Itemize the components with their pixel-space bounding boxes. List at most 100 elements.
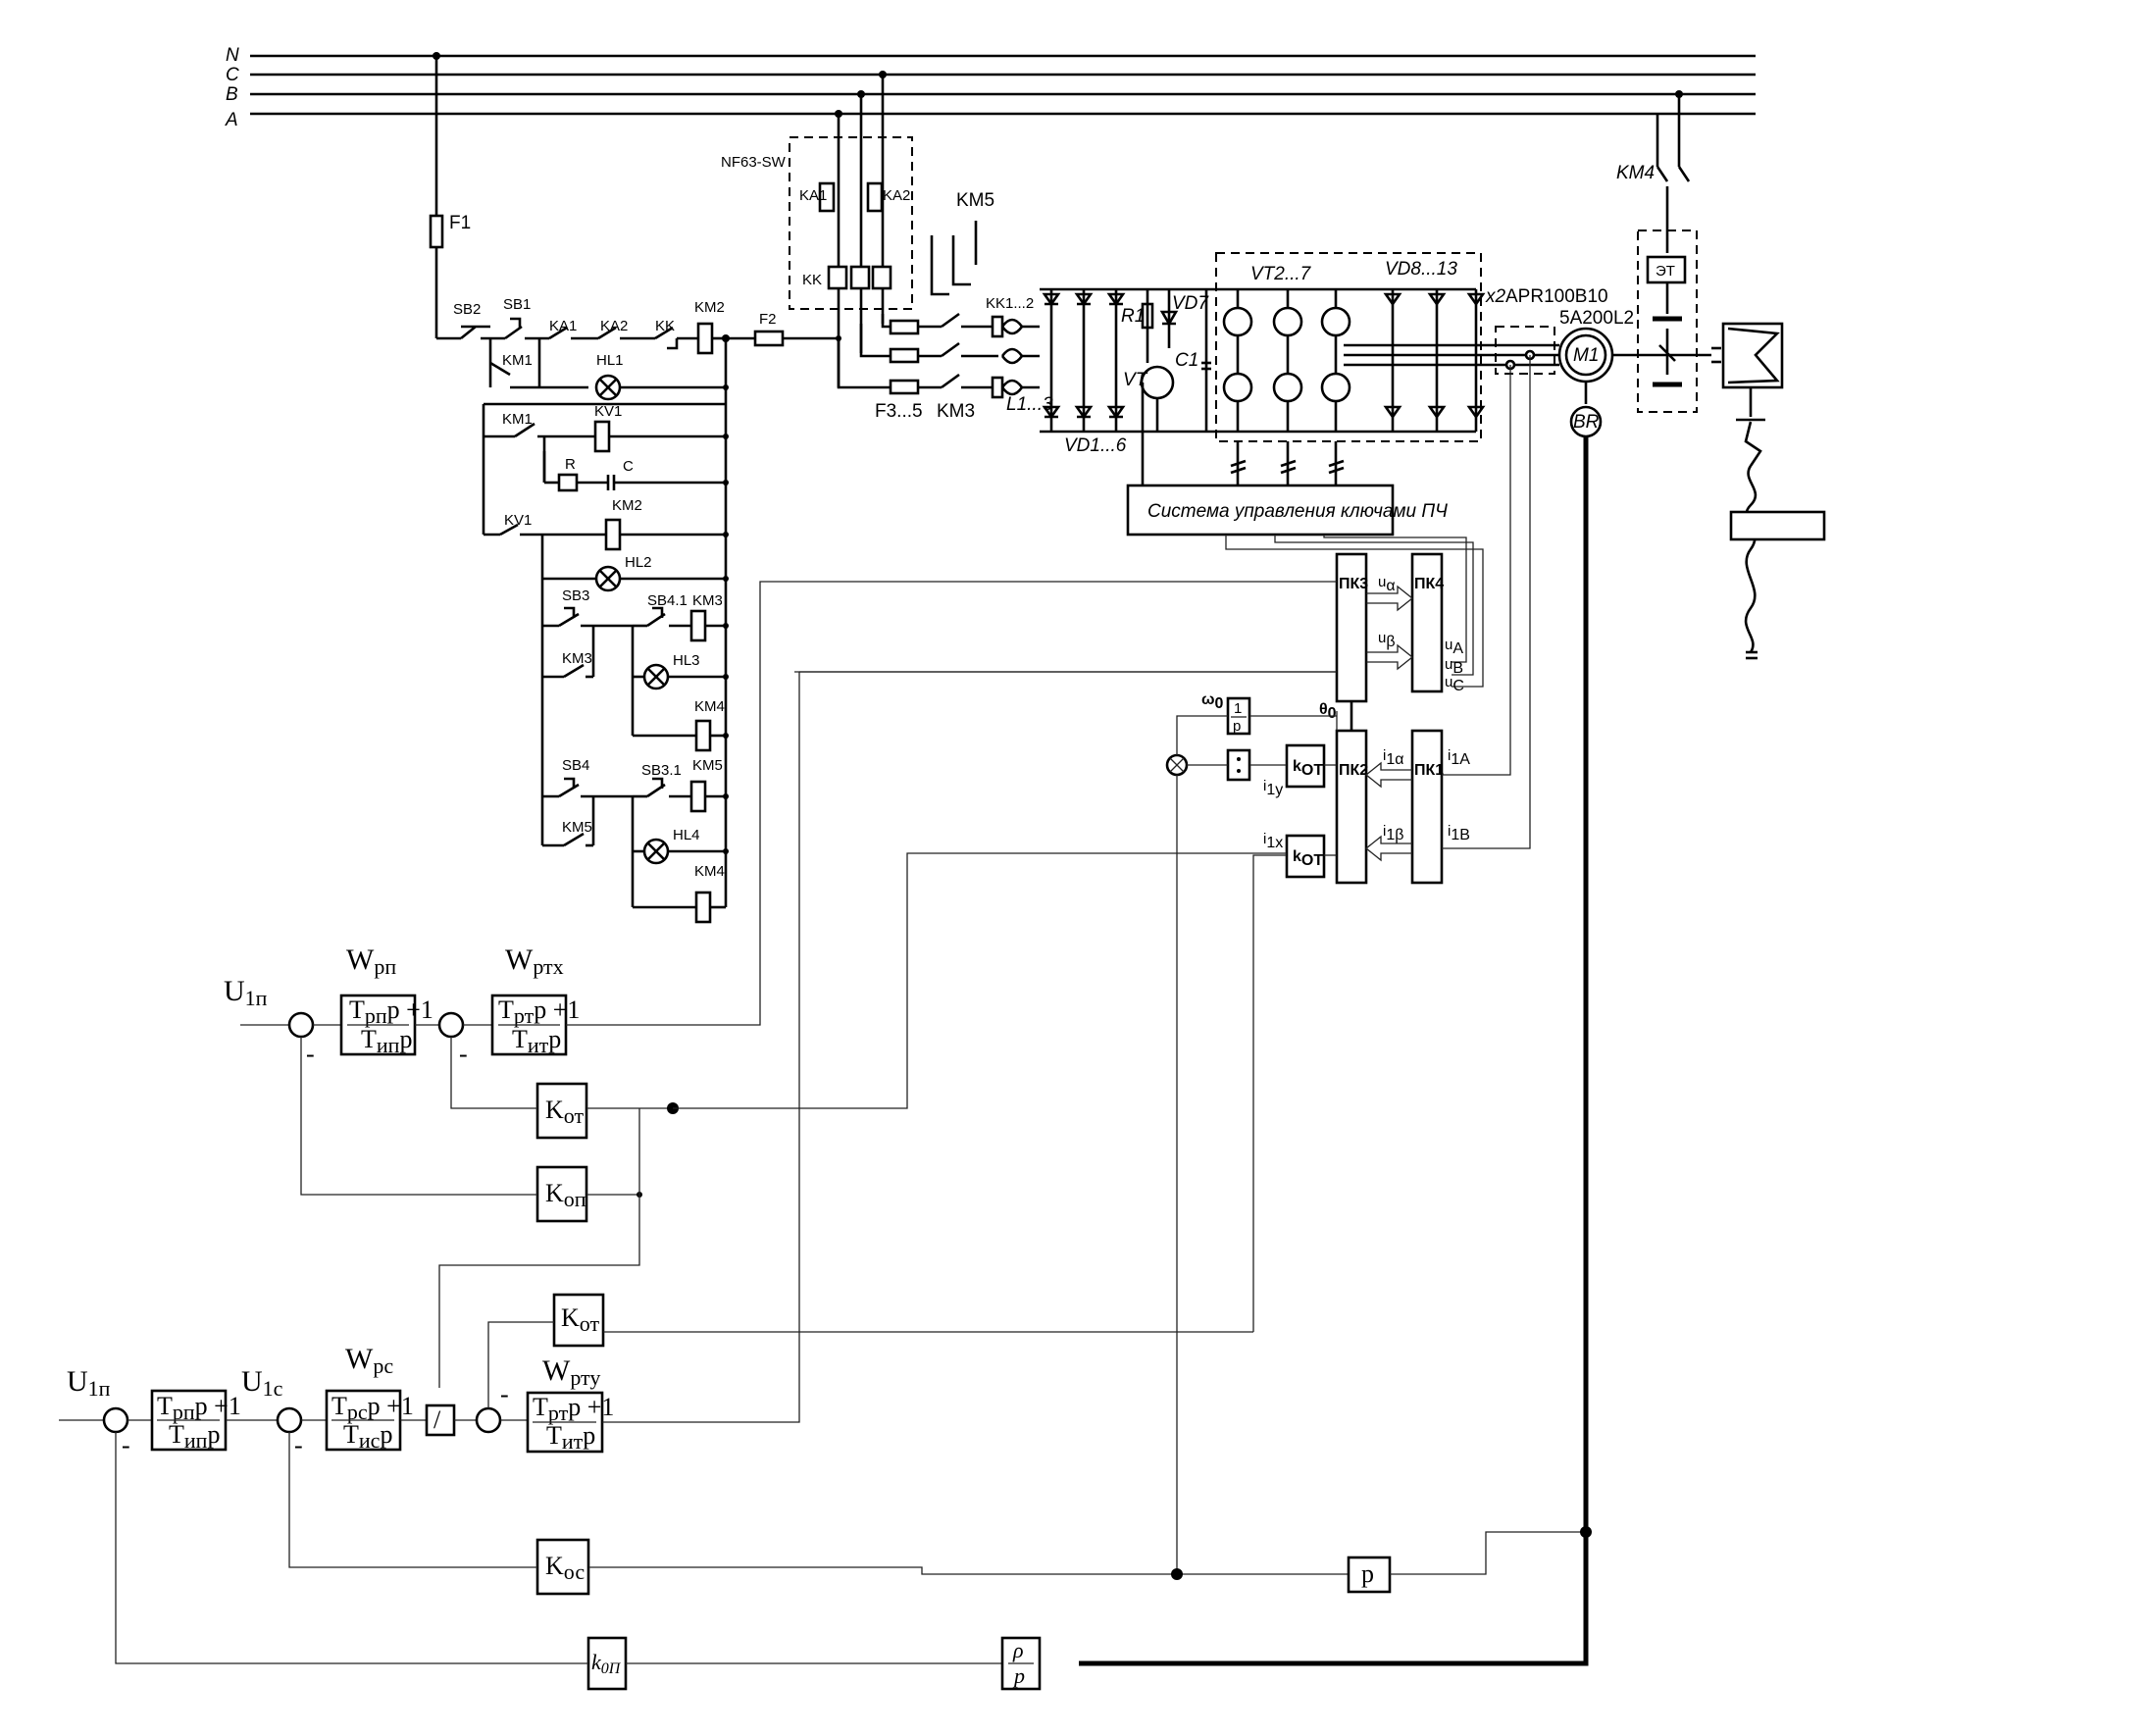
label-x2: x2 — [1485, 286, 1506, 307]
label-vd7: VD7 — [1172, 293, 1209, 314]
fuse-f5 — [889, 379, 920, 395]
svg-text:Tипp: Tипp — [361, 1025, 412, 1057]
label-wrty-sub: рту — [570, 1365, 600, 1390]
label-km3-power: KM3 — [937, 401, 975, 422]
label-pk4: ПК4 — [1414, 576, 1444, 592]
brake-block — [1637, 230, 1698, 413]
label-wrp: W — [346, 944, 375, 976]
label-i-1b: i — [1448, 823, 1451, 840]
wrc-num-tail: p +1 — [368, 1392, 414, 1420]
label-i-1a: i — [1448, 747, 1451, 764]
label-divider: / — [433, 1405, 441, 1434]
svg-text:Tисp: Tисp — [343, 1420, 392, 1453]
label-ka2: KA2 — [600, 318, 628, 334]
svg-text:Tрпp +1: Tрпp +1 — [349, 996, 433, 1028]
k-op-upper-sub: оп — [564, 1187, 586, 1211]
power-circuit: F2 NF63-SW KA1 KA2 KK F3...5 KM5 KM3 — [721, 75, 1826, 660]
wrp-den-tail: p — [399, 1025, 412, 1053]
wrty-num: T — [533, 1393, 548, 1421]
k-oc: K — [545, 1552, 564, 1580]
label-integrator-den: p — [1233, 718, 1241, 735]
coil-ka1 — [818, 181, 836, 213]
label-km2-coil: KM2 — [612, 497, 642, 514]
label-km1-b: KM1 — [502, 411, 533, 428]
svg-text:Kоп: Kоп — [545, 1179, 586, 1211]
label-hl1: HL1 — [596, 352, 624, 369]
block-pk2 — [1335, 729, 1368, 885]
svg-text:i1β: i1β — [1383, 823, 1403, 843]
wrp-num-tail: p +1 — [387, 996, 433, 1024]
label-sb1: SB1 — [503, 296, 531, 313]
bus-label-a: A — [225, 110, 238, 130]
label-i-1x: i — [1263, 831, 1266, 847]
wrp-den-sub: ип — [377, 1033, 400, 1057]
block-pk3 — [1335, 552, 1368, 703]
wrp-den: T — [361, 1025, 377, 1053]
k-ot-upper: K — [545, 1096, 564, 1124]
block-k-ot-upper — [535, 1082, 588, 1140]
label-f1: F1 — [449, 213, 471, 233]
label-theta: θ — [1319, 701, 1328, 718]
label-et: ЭТ — [1656, 263, 1675, 280]
wrty-num-sub: рт — [548, 1401, 569, 1425]
svg-text:Tипp: Tипp — [169, 1420, 220, 1453]
wrc-den: T — [343, 1420, 359, 1449]
label-sb2: SB2 — [453, 301, 481, 318]
label-f3-5: F3...5 — [875, 401, 923, 422]
thermal-kk12-b — [991, 376, 1004, 399]
bus-label-b: B — [226, 84, 238, 105]
label-c: C — [623, 458, 634, 475]
svg-text:i1y: i1y — [1263, 778, 1283, 798]
wrty-den-sub: ит — [562, 1429, 584, 1454]
coil-km4-a — [694, 719, 712, 752]
label-vt: VT — [1123, 370, 1148, 390]
label-i-1y-sub: 1y — [1266, 782, 1283, 798]
label-km5-contact: KM5 — [562, 819, 592, 836]
svg-text:Kос: Kос — [545, 1552, 585, 1584]
block-pk4 — [1410, 552, 1444, 693]
label-km3-contact: KM3 — [562, 650, 592, 667]
fuse-f2 — [753, 330, 785, 347]
lower-minus-3: - — [500, 1380, 509, 1408]
lower-minus-1: - — [122, 1431, 130, 1459]
label-km5-power: KM5 — [956, 190, 994, 211]
svg-text:Tрсp +1: Tрсp +1 — [331, 1392, 414, 1424]
switch-control-system — [1126, 484, 1395, 536]
first-num-tail: p +1 — [195, 1392, 241, 1420]
label-sb4: SB4 — [562, 757, 589, 774]
label-u-alpha-sub: α — [1386, 578, 1395, 594]
svg-text:uα: uα — [1378, 574, 1396, 594]
bus-label-c: C — [226, 65, 239, 85]
label-pk1: ПК1 — [1414, 762, 1444, 779]
wrtx-den-sub: ит — [528, 1033, 549, 1057]
first-den-tail: p — [207, 1420, 220, 1449]
three-phase-bus: N C B A — [225, 45, 1756, 130]
label-km5-coil: KM5 — [692, 757, 723, 774]
fuse-f1 — [429, 214, 444, 249]
svg-text:kОТ: kОТ — [1293, 848, 1323, 869]
label-wrtx-sub: ртх — [533, 954, 563, 979]
label-m1: M1 — [1573, 345, 1599, 366]
label-i-1y: i — [1263, 778, 1266, 794]
label-ka2-breaker: KA2 — [883, 187, 910, 204]
coil-km2-secondary — [604, 518, 622, 551]
vector-control-block: Система управления ключами ПЧ ПК3 ПК4 uα… — [1126, 355, 1531, 1574]
label-u-beta-sub: β — [1386, 634, 1395, 650]
first-num-sub: рп — [173, 1400, 195, 1424]
upper-sum-2 — [437, 1011, 465, 1039]
wrtx-num: T — [498, 996, 514, 1024]
k-0p-sub: 0П — [601, 1660, 622, 1677]
rho-num: ρ — [1012, 1638, 1024, 1662]
label-vd16: VD1...6 — [1064, 435, 1127, 456]
label-hl3: HL3 — [673, 652, 700, 669]
label-ka1-breaker: KA1 — [799, 187, 827, 204]
svg-text:i1B: i1B — [1448, 823, 1470, 843]
coil-km3 — [689, 609, 707, 642]
wrtx-den: T — [512, 1025, 528, 1053]
svg-text:kОТ: kОТ — [1293, 758, 1323, 779]
label-u-c-sub: C — [1452, 678, 1464, 694]
wrp-num-sub: рп — [365, 1003, 387, 1028]
label-motor-type: 5A200L2 — [1559, 308, 1634, 329]
block-k-ot-2 — [1285, 834, 1326, 879]
